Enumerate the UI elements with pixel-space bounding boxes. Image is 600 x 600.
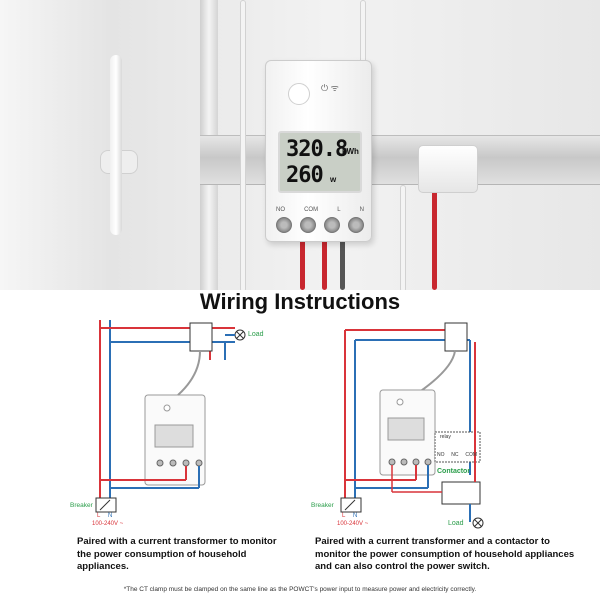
relay-terminal-label: COM: [465, 452, 477, 458]
terminal-label: N: [359, 207, 364, 213]
terminal-icon: [182, 459, 190, 467]
page-title: Wiring Instructions: [199, 289, 401, 314]
left-l-label: L: [97, 513, 101, 519]
left-breaker-label: Breaker: [70, 502, 93, 509]
relay-label: relay: [440, 434, 451, 440]
terminal-icon: [424, 458, 432, 466]
load-icon: [474, 519, 482, 527]
wire-red: [432, 190, 437, 290]
din-rail: [200, 135, 600, 185]
right-load-label: Load: [448, 520, 464, 527]
relay-box: [434, 431, 481, 463]
ct-cable: [414, 350, 456, 396]
screw-icon: [300, 217, 316, 233]
lcd-energy-value: 320.8: [286, 137, 348, 162]
lcd-power-unit: w: [330, 175, 337, 184]
terminal-icon: [412, 458, 420, 466]
left-load-label: Load: [248, 331, 264, 338]
device-screen-icon: [154, 424, 194, 448]
right-l-label: L: [342, 513, 346, 519]
terminal-icon: [156, 459, 164, 467]
terminal-labels: NO COM L N: [276, 207, 364, 213]
screw-icon: [348, 217, 364, 233]
terminal-icon: [400, 458, 408, 466]
left-n-label: N: [108, 513, 113, 519]
terminal-icon: [195, 459, 203, 467]
breaker-icon: [99, 499, 111, 511]
terminal-label: NO: [276, 207, 285, 213]
terminal-label: COM: [304, 207, 319, 213]
wire-white: [240, 0, 246, 290]
left-wiring-diagram: [95, 320, 246, 513]
wire-grey: [340, 235, 345, 290]
terminal-label: L: [337, 207, 341, 213]
device-screen-icon: [387, 417, 425, 441]
screw-icon: [324, 217, 340, 233]
ct-clamp: [418, 145, 478, 193]
right-caption: Paired with a current transformer and a …: [315, 536, 575, 572]
lcd-power-value: 260: [286, 163, 324, 188]
right-n-label: N: [353, 513, 358, 519]
breaker-icon: [340, 497, 362, 513]
ct-clamp-icon: [444, 322, 468, 352]
terminal-icon: [388, 458, 396, 466]
wire-white: [400, 185, 406, 290]
relay-terminal-labels: NO NC COM: [437, 452, 477, 458]
terminal-icon: [169, 459, 177, 467]
terminal-screws: [276, 217, 364, 233]
ct-clamp-icon: [189, 322, 213, 352]
lcd-energy-unit: kWh: [342, 147, 359, 156]
right-wiring-diagram: [340, 322, 484, 529]
right-breaker-label: Breaker: [311, 502, 334, 509]
pairing-button: [288, 83, 310, 105]
breaker-icon: [344, 499, 356, 511]
right-voltage-label: 100-240V ~: [337, 521, 369, 527]
contactor-label: Contactor: [437, 468, 471, 475]
device-button-icon: [163, 404, 171, 412]
wire-red: [322, 235, 327, 290]
breaker-icon: [95, 497, 117, 513]
footnote: *The CT clamp must be clamped on the sam…: [123, 586, 477, 593]
left-voltage-label: 100-240V ~: [92, 521, 124, 527]
wall: [0, 0, 110, 290]
product-photo: ⏻ ᯤ 320.8 kWh 260 w NO COM L N: [0, 0, 600, 290]
status-led-icons: ⏻ ᯤ: [321, 83, 339, 93]
ct-cable: [177, 350, 201, 396]
relay-terminal-label: NO: [437, 452, 445, 458]
load-icon: [236, 331, 244, 339]
lcd-display: 320.8 kWh 260 w: [278, 131, 362, 193]
relay-terminal-label: NC: [451, 452, 459, 458]
contactor-icon: [441, 481, 481, 505]
left-caption: Paired with a current transformer to mon…: [77, 536, 277, 572]
device-button-icon: [396, 398, 404, 406]
wire-red: [300, 235, 305, 290]
screw-icon: [276, 217, 292, 233]
antenna: [110, 55, 122, 235]
power-meter-device: ⏻ ᯤ 320.8 kWh 260 w NO COM L N: [265, 60, 372, 242]
